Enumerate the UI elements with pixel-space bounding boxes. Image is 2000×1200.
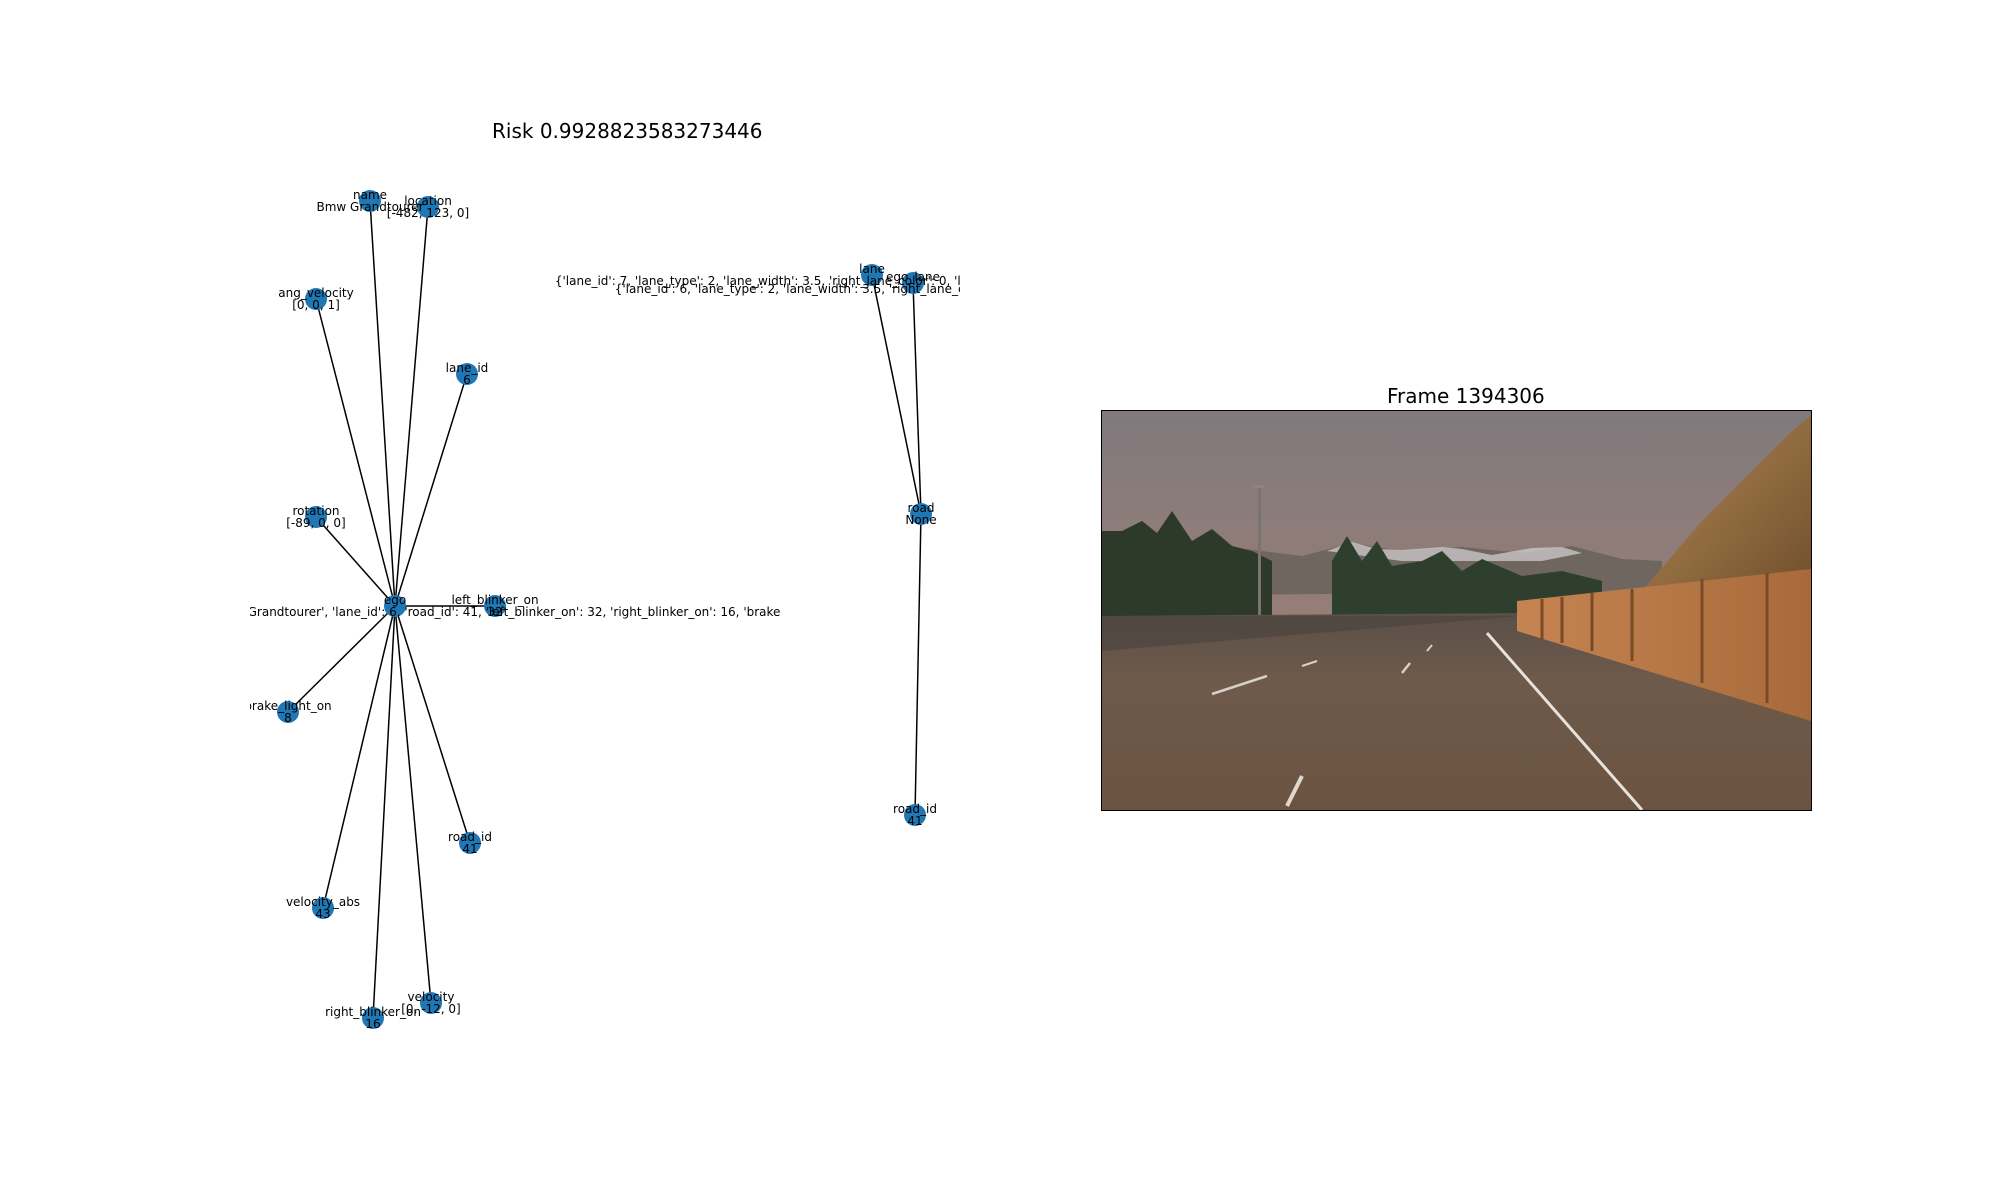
node-label-key: brake_light_on: [250, 699, 332, 713]
node-label-value: [-482, 123, 0]: [387, 206, 469, 220]
node-label-value: {'lane_id': 7, 'lane_type': 2, 'lane_wid…: [555, 274, 960, 288]
node-label-rotation: rotation[-89, 0, 0]: [286, 504, 346, 530]
node-lane: [861, 264, 883, 286]
node-brake_light_on: [277, 701, 299, 723]
node-label-key: lane_id: [446, 361, 489, 375]
node-label-key: rotation: [292, 504, 339, 518]
node-velocity_abs: [312, 897, 334, 919]
node-label-ego: ego{'ang_velocity': [0, 0, 1], 'name': '…: [250, 593, 780, 619]
node-label-lane: lane{'lane_id': 7, 'lane_type': 2, 'lane…: [555, 262, 960, 288]
node-label-key: left_blinker_on: [451, 593, 538, 607]
node-road_id_road: [904, 804, 926, 826]
edges: [287, 200, 922, 1019]
node-label-value: 8: [284, 711, 292, 725]
edge-ego-velocity_abs: [322, 605, 396, 909]
frame-title: Frame 1394306: [1387, 384, 1545, 408]
node-label-key: velocity: [408, 990, 455, 1004]
node-label-value: 6: [463, 373, 471, 387]
node-label-key: lane: [859, 262, 885, 276]
edge-ego-ang_velocity: [315, 298, 396, 607]
node-label-value: [-89, 0, 0]: [286, 516, 346, 530]
node-rotation: [305, 506, 327, 528]
edge-ego-lane_id: [394, 373, 468, 607]
node-label-value: None: [905, 513, 936, 527]
edge-ego-name: [369, 200, 396, 607]
node-road: [910, 503, 932, 525]
node-right_blinker_on: [362, 1007, 384, 1029]
edge-ego-road_id_ego: [394, 605, 471, 844]
graph-title: Risk 0.9928823583273446: [492, 119, 763, 143]
node-label-value: [0, 0, 1]: [292, 298, 340, 312]
nodes: [277, 190, 932, 1029]
node-label-ego_lane: ego_lane{'lane_id': 6, 'lane_type': 2, '…: [615, 270, 960, 296]
edge-ego-location: [394, 206, 429, 607]
node-label-key: location: [404, 194, 452, 208]
node-label-key: right_blinker_on: [325, 1005, 421, 1019]
node-label-location: location[-482, 123, 0]: [387, 194, 469, 220]
node-left_blinker_on: [484, 595, 506, 617]
node-lane_id: [456, 363, 478, 385]
node-labels: ego{'ang_velocity': [0, 0, 1], 'name': '…: [250, 188, 960, 1031]
node-label-key: name: [353, 188, 387, 202]
edge-road-lane: [871, 274, 922, 515]
node-name: [359, 190, 381, 212]
node-label-value: 41: [907, 814, 922, 828]
scene-graph: ego{'ang_velocity': [0, 0, 1], 'name': '…: [250, 188, 960, 1031]
node-label-key: road: [908, 501, 935, 515]
edge-road-ego_lane: [912, 282, 922, 515]
edge-ego-brake_light_on: [287, 605, 396, 713]
node-label-key: ang_velocity: [278, 286, 353, 300]
node-label-value: 16: [365, 1017, 380, 1031]
node-label-value: {'ang_velocity': [0, 0, 1], 'name': 'Bmw…: [250, 605, 780, 619]
node-velocity: [420, 992, 442, 1014]
node-label-value: 41: [462, 842, 477, 856]
node-ang_velocity: [305, 288, 327, 310]
node-label-value: Bmw Grandtourer: [317, 200, 424, 214]
node-label-key: ego: [384, 593, 406, 607]
node-ego_lane: [902, 272, 924, 294]
edge-ego-right_blinker_on: [372, 605, 396, 1019]
node-label-value: [0, -12, 0]: [401, 1002, 461, 1016]
edge-ego-velocity: [394, 605, 432, 1004]
node-label-key: road_id: [893, 802, 937, 816]
camera-frame: [1101, 410, 1812, 811]
node-label-value: {'lane_id': 6, 'lane_type': 2, 'lane_wid…: [615, 282, 960, 296]
node-label-value: 43: [315, 907, 330, 921]
node-road_id_ego: [459, 832, 481, 854]
edge-ego-rotation: [315, 516, 396, 607]
node-label-key: road_id: [448, 830, 492, 844]
road-scene-image: [1102, 411, 1811, 810]
node-label-value: 32: [487, 605, 502, 619]
node-label-key: velocity_abs: [286, 895, 360, 909]
scene-graph-panel: ego{'ang_velocity': [0, 0, 1], 'name': '…: [250, 150, 960, 1050]
node-label-velocity: velocity[0, -12, 0]: [401, 990, 461, 1016]
node-label-ang_velocity: ang_velocity[0, 0, 1]: [278, 286, 353, 312]
node-location: [417, 196, 439, 218]
node-ego: [384, 595, 406, 617]
edge-road-road_id_road: [914, 513, 922, 816]
node-label-key: ego_lane: [886, 270, 940, 284]
